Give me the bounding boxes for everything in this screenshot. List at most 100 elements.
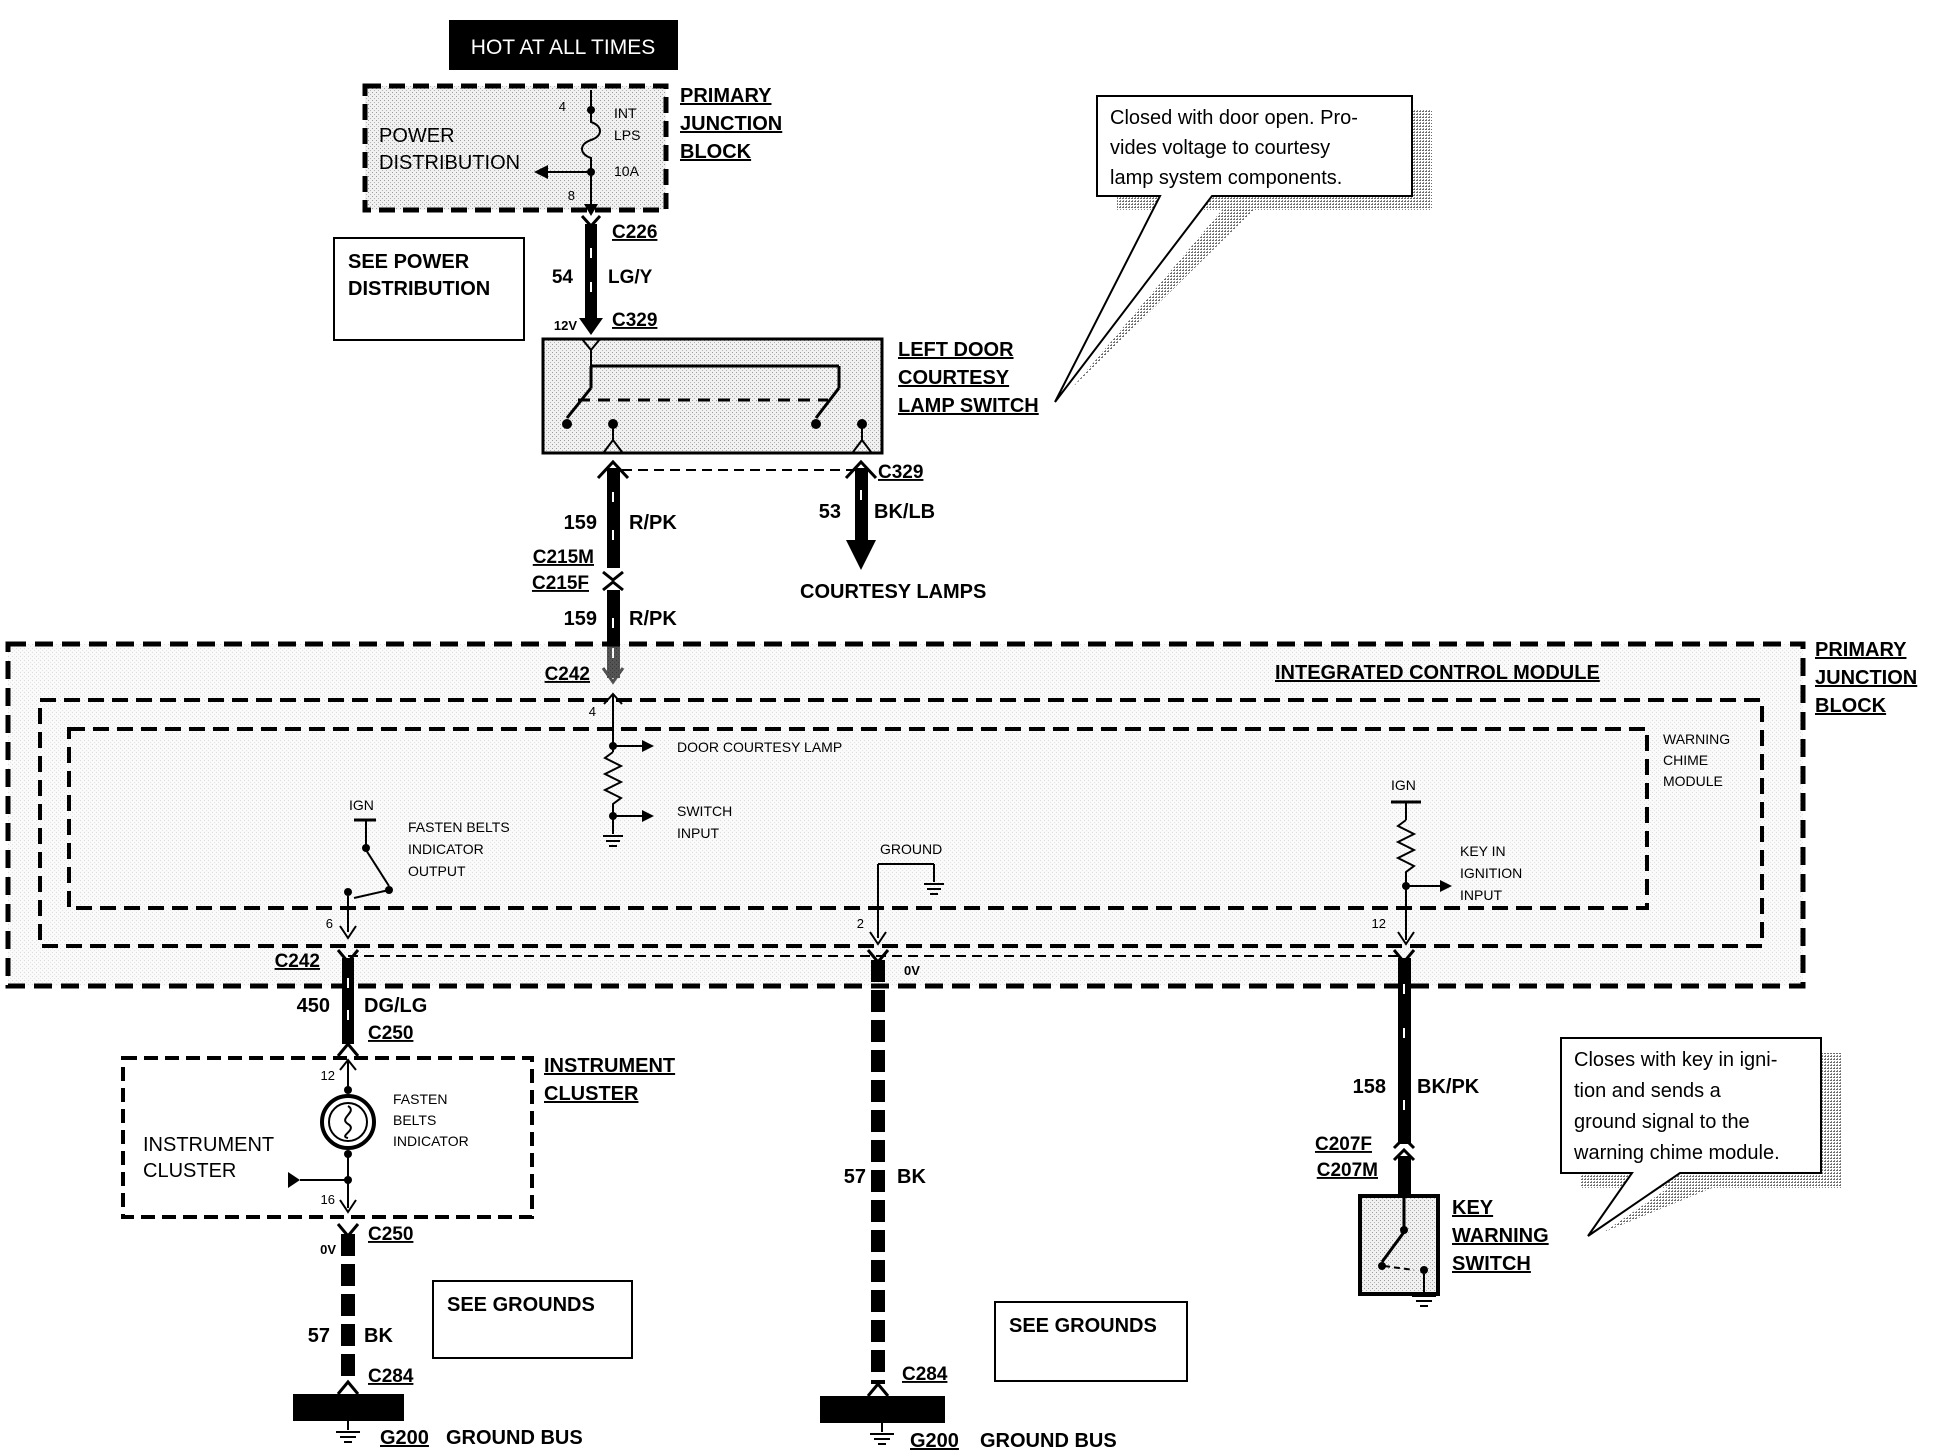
fasten-belts-output-circuit [339, 818, 393, 940]
voltage-12v: 12V [554, 318, 577, 333]
see-power-line2: DISTRIBUTION [348, 278, 490, 300]
key-in-ignition-circuit [1391, 800, 1452, 946]
wire-158-number: 158 [1353, 1076, 1386, 1098]
arrow-down-icon [846, 540, 876, 570]
wire-57b-color: BK [897, 1166, 926, 1188]
door-switch-title-3: LAMP SWITCH [898, 395, 1039, 417]
door-switch-title-1: LEFT DOOR [898, 339, 1014, 361]
wire-54-color: LG/Y [608, 267, 653, 288]
callout-bottom-line3: ground signal to the [1574, 1111, 1750, 1133]
wire-53-number: 53 [819, 501, 841, 523]
pjb-main-title-3: BLOCK [1815, 695, 1887, 717]
indicator-line3: INDICATOR [393, 1133, 469, 1149]
switch-input-line2: INPUT [677, 825, 719, 841]
ground-bus-bar-mid [820, 1396, 945, 1423]
see-grounds-mid-box: SEE GROUNDS [994, 1301, 1188, 1382]
courtesy-lamps-label: COURTESY LAMPS [800, 581, 986, 603]
icm-pin-12: 12 [1372, 916, 1386, 931]
connector-c207m: C207M [1317, 1160, 1378, 1181]
cluster-inner-line2: CLUSTER [143, 1160, 236, 1182]
ign-left-label: IGN [349, 797, 374, 813]
icm-title: INTEGRATED CONTROL MODULE [1275, 662, 1600, 684]
callout-door-switch: Closed with door open. Pro- vides voltag… [1054, 95, 1432, 403]
key-in-line3: INPUT [1460, 887, 1502, 903]
ground-label: GROUND [880, 841, 942, 857]
pjb-top-title-1: PRIMARY [680, 85, 772, 107]
callout-top-line1: Closed with door open. Pro- [1110, 107, 1358, 129]
connector-c284-left: C284 [368, 1366, 414, 1387]
wire-159b-number: 159 [564, 608, 597, 630]
ground-circuit [869, 863, 944, 946]
voltage-0v-mid: 0V [904, 963, 920, 978]
key-switch-title-1: KEY [1452, 1197, 1494, 1219]
pjb-pin-out: 8 [568, 188, 575, 203]
door-switch-title-2: COURTESY [898, 367, 1010, 389]
fuse-label-int: INT [614, 105, 637, 121]
wire-53 [844, 459, 878, 570]
wire-53-color: BK/LB [874, 501, 935, 523]
wire-159a-number: 159 [564, 512, 597, 534]
callout-key-switch: Closes with key in igni- tion and sends … [1560, 1037, 1841, 1237]
ground-mid-label: GROUND BUS [980, 1430, 1117, 1452]
wire-57-left [293, 1223, 404, 1443]
door-courtesy-lamp-label: DOOR COURTESY LAMP [677, 739, 842, 755]
wire-450 [336, 949, 360, 1057]
fuse-icon [581, 112, 601, 206]
wire-57a-number: 57 [308, 1325, 330, 1347]
connector-c215f: C215F [532, 573, 589, 594]
indicator-line1: FASTEN [393, 1091, 447, 1107]
fasten-output-line3: OUTPUT [408, 863, 466, 879]
pjb-top-title-3: BLOCK [680, 141, 752, 163]
connector-c250-bottom: C250 [368, 1224, 413, 1245]
connector-c242-bottom: C242 [275, 951, 320, 972]
resistor-icon-key [1395, 819, 1417, 940]
power-distribution-line1: POWER [379, 125, 455, 147]
left-door-courtesy-lamp-switch [541, 337, 884, 455]
wcm-label-3: MODULE [1663, 773, 1723, 789]
switch-input-line1: SWITCH [677, 803, 732, 819]
door-courtesy-lamp-circuit [602, 692, 654, 847]
resistor-icon [602, 751, 624, 822]
wire-158 [1392, 949, 1416, 1196]
key-switch-title-3: SWITCH [1452, 1253, 1531, 1275]
icm-pin-4: 4 [589, 704, 596, 719]
pjb-main-title-2: JUNCTION [1815, 667, 1917, 689]
key-in-line2: IGNITION [1460, 865, 1522, 881]
instrument-cluster-box [121, 1056, 534, 1219]
primary-junction-block-top: POWER DISTRIBUTION 4 8 INT LPS 10A [362, 83, 669, 216]
pjb-main-title-1: PRIMARY [1815, 639, 1907, 661]
wire-57a-color: BK [364, 1325, 393, 1347]
callout-bottom-line4: warning chime module. [1573, 1142, 1780, 1164]
see-power-distribution-box: SEE POWER DISTRIBUTION [333, 237, 525, 341]
pjb-pin-in: 4 [559, 99, 566, 114]
connector-c215m: C215M [533, 547, 594, 568]
fuse-label-10a: 10A [614, 163, 640, 179]
wire-54 [579, 214, 603, 335]
ground-bus-bar-left [293, 1394, 404, 1421]
cluster-title-1: INSTRUMENT [544, 1055, 675, 1077]
hot-at-all-times-label: HOT AT ALL TIMES [471, 36, 655, 59]
key-warning-switch [1358, 1194, 1440, 1307]
icm-pin-6: 6 [326, 916, 333, 931]
callout-top-line2: vides voltage to courtesy [1110, 137, 1330, 159]
wire-450-color: DG/LG [364, 995, 427, 1017]
hot-at-all-times-banner: HOT AT ALL TIMES [449, 20, 678, 70]
ground-left-label: GROUND BUS [446, 1427, 583, 1449]
callout-bottom-line1: Closes with key in igni- [1574, 1049, 1777, 1071]
see-grounds-left-label: SEE GROUNDS [447, 1294, 595, 1316]
ign-right-label: IGN [1391, 777, 1416, 793]
see-grounds-left-box: SEE GROUNDS [432, 1280, 633, 1359]
wire-159-upper [596, 459, 630, 592]
wire-158-color: BK/PK [1417, 1076, 1480, 1098]
pjb-top-title-2: JUNCTION [680, 113, 782, 135]
fasten-output-line2: INDICATOR [408, 841, 484, 857]
ground-mid-id: G200 [910, 1430, 959, 1452]
indicator-line2: BELTS [393, 1112, 436, 1128]
cluster-inner-line1: INSTRUMENT [143, 1134, 274, 1156]
see-grounds-mid-label: SEE GROUNDS [1009, 1315, 1157, 1337]
callout-top-line3: lamp system components. [1110, 167, 1342, 189]
callout-bottom-line2: tion and sends a [1574, 1080, 1722, 1102]
voltage-0v-left: 0V [320, 1242, 336, 1257]
wcm-label-1: WARNING [1663, 731, 1730, 747]
